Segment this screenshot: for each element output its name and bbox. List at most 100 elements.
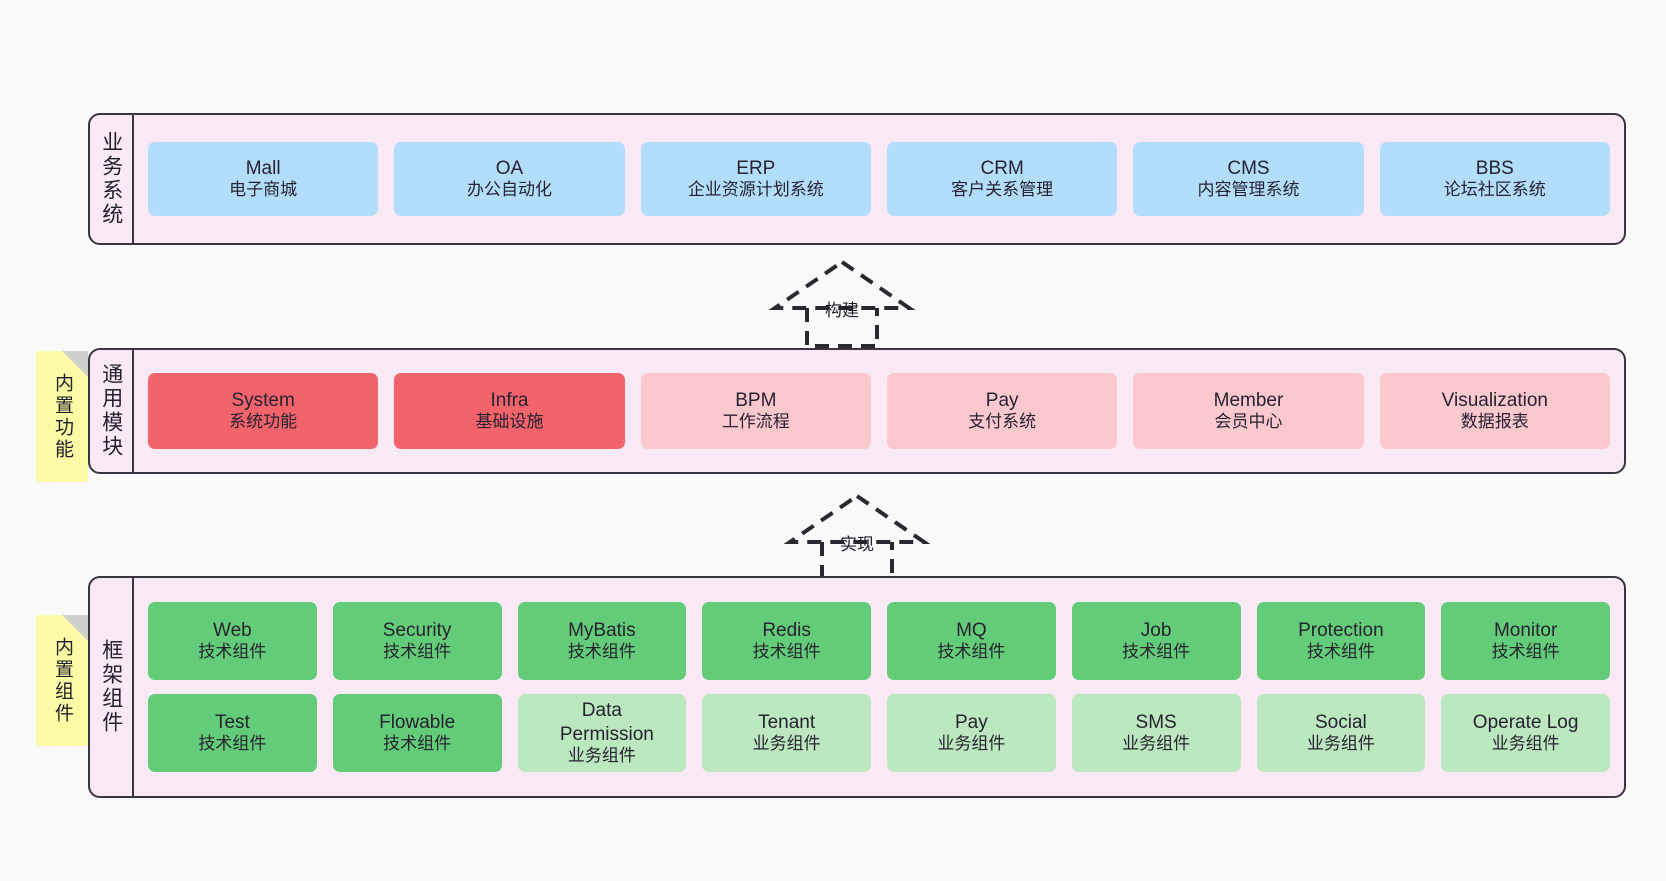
module-card-oa[interactable]: OA 办公自动化 bbox=[394, 142, 625, 216]
component-card-web[interactable]: Web 技术组件 bbox=[148, 602, 317, 680]
module-name: Mall bbox=[245, 158, 281, 180]
sticky-note-builtin-components: 内置组件 bbox=[36, 615, 88, 746]
component-desc: 业务组件 bbox=[567, 745, 636, 765]
cell-row: Test 技术组件 Flowable 技术组件 Data Permission … bbox=[148, 694, 1610, 772]
component-desc: 业务组件 bbox=[1306, 734, 1375, 754]
module-name: Infra bbox=[490, 390, 529, 412]
component-desc: 技术组件 bbox=[937, 642, 1006, 662]
sticky-note-label: 内置功能 bbox=[51, 372, 73, 461]
cell-row: System 系统功能 Infra 基础设施 BPM 工作流程 Pay 支付系统… bbox=[148, 373, 1610, 449]
module-desc: 系统功能 bbox=[229, 412, 298, 432]
component-desc: 技术组件 bbox=[1122, 642, 1191, 662]
component-card-mq[interactable]: MQ 技术组件 bbox=[887, 602, 1056, 680]
component-card-test[interactable]: Test 技术组件 bbox=[148, 694, 317, 772]
module-name: Pay bbox=[985, 390, 1019, 412]
module-desc: 客户关系管理 bbox=[951, 180, 1054, 200]
component-desc: 业务组件 bbox=[752, 734, 821, 754]
module-desc: 会员中心 bbox=[1214, 412, 1283, 432]
module-card-crm[interactable]: CRM 客户关系管理 bbox=[886, 142, 1118, 216]
component-name: Protection bbox=[1298, 620, 1384, 642]
component-card-sms[interactable]: SMS 业务组件 bbox=[1071, 694, 1241, 772]
sticky-note-builtin-features: 内置功能 bbox=[36, 351, 88, 482]
band-body-common-modules: System 系统功能 Infra 基础设施 BPM 工作流程 Pay 支付系统… bbox=[134, 350, 1624, 472]
module-card-cms[interactable]: CMS 内容管理系统 bbox=[1133, 142, 1364, 216]
component-desc: 技术组件 bbox=[567, 642, 636, 662]
component-desc: 技术组件 bbox=[383, 642, 452, 662]
module-desc: 企业资源计划系统 bbox=[687, 180, 824, 200]
component-card-operate-log[interactable]: Operate Log 业务组件 bbox=[1441, 694, 1610, 772]
component-desc: 技术组件 bbox=[383, 734, 452, 754]
module-desc: 办公自动化 bbox=[466, 180, 552, 200]
component-card-mybatis[interactable]: MyBatis 技术组件 bbox=[517, 602, 687, 680]
module-card-mall[interactable]: Mall 电子商城 bbox=[148, 142, 379, 216]
component-name: MyBatis bbox=[568, 620, 636, 642]
module-card-infra[interactable]: Infra 基础设施 bbox=[394, 373, 625, 449]
component-card-protection[interactable]: Protection 技术组件 bbox=[1256, 602, 1426, 680]
module-card-bpm[interactable]: BPM 工作流程 bbox=[640, 373, 871, 449]
band-body-framework-components: Web 技术组件 Security 技术组件 MyBatis 技术组件 Redi… bbox=[134, 578, 1624, 796]
band-body-business-systems: Mall 电子商城 OA 办公自动化 ERP 企业资源计划系统 CRM 客户关系… bbox=[134, 115, 1624, 243]
component-card-job[interactable]: Job 技术组件 bbox=[1071, 602, 1241, 680]
component-desc: 业务组件 bbox=[1122, 734, 1191, 754]
component-name: Operate Log bbox=[1472, 712, 1579, 734]
component-card-flowable[interactable]: Flowable 技术组件 bbox=[332, 694, 502, 772]
module-card-erp[interactable]: ERP 企业资源计划系统 bbox=[640, 142, 871, 216]
module-card-pay[interactable]: Pay 支付系统 bbox=[886, 373, 1118, 449]
connector-build: 构建 bbox=[757, 256, 927, 348]
sticky-note-label: 内置组件 bbox=[51, 636, 73, 725]
component-card-redis[interactable]: Redis 技术组件 bbox=[702, 602, 871, 680]
module-card-system[interactable]: System 系统功能 bbox=[148, 373, 379, 449]
component-name: Data Permission bbox=[559, 700, 654, 745]
module-name: System bbox=[231, 390, 295, 412]
connector-implement-label: 实现 bbox=[840, 535, 874, 554]
band-business-systems: 业务系统 Mall 电子商城 OA 办公自动化 ERP 企业资源计划系统 CRM… bbox=[88, 113, 1626, 245]
module-desc: 电子商城 bbox=[229, 180, 298, 200]
connector-build-label: 构建 bbox=[825, 301, 859, 320]
component-desc: 技术组件 bbox=[752, 642, 821, 662]
component-desc: 业务组件 bbox=[937, 734, 1006, 754]
component-name: Monitor bbox=[1493, 620, 1558, 642]
module-desc: 工作流程 bbox=[721, 412, 790, 432]
module-card-visualization[interactable]: Visualization 数据报表 bbox=[1379, 373, 1610, 449]
component-name: Redis bbox=[762, 620, 811, 642]
module-desc: 数据报表 bbox=[1460, 412, 1529, 432]
component-card-monitor[interactable]: Monitor 技术组件 bbox=[1441, 602, 1610, 680]
module-name: CRM bbox=[980, 158, 1024, 180]
band-framework-components: 框架组件 Web 技术组件 Security 技术组件 MyBatis 技术组件… bbox=[88, 576, 1626, 798]
component-name: MQ bbox=[956, 620, 987, 642]
component-name: Flowable bbox=[379, 712, 456, 734]
component-desc: 技术组件 bbox=[198, 642, 267, 662]
module-name: Member bbox=[1213, 390, 1284, 412]
component-card-pay[interactable]: Pay 业务组件 bbox=[887, 694, 1056, 772]
component-name: Tenant bbox=[758, 712, 816, 734]
module-desc: 基础设施 bbox=[475, 412, 544, 432]
component-card-tenant[interactable]: Tenant 业务组件 bbox=[702, 694, 871, 772]
component-name: Web bbox=[213, 620, 252, 642]
cell-row: Web 技术组件 Security 技术组件 MyBatis 技术组件 Redi… bbox=[148, 602, 1610, 680]
band-caption-business-systems: 业务系统 bbox=[90, 115, 134, 243]
component-desc: 技术组件 bbox=[1491, 642, 1560, 662]
module-name: Visualization bbox=[1441, 390, 1548, 412]
module-card-bbs[interactable]: BBS 论坛社区系统 bbox=[1379, 142, 1610, 216]
component-name: Pay bbox=[955, 712, 988, 734]
component-card-social[interactable]: Social 业务组件 bbox=[1256, 694, 1426, 772]
module-desc: 论坛社区系统 bbox=[1443, 180, 1546, 200]
module-desc: 支付系统 bbox=[968, 412, 1037, 432]
component-desc: 技术组件 bbox=[1306, 642, 1375, 662]
component-name: Job bbox=[1140, 620, 1172, 642]
cell-row: Mall 电子商城 OA 办公自动化 ERP 企业资源计划系统 CRM 客户关系… bbox=[148, 142, 1610, 216]
component-card-data-permission[interactable]: Data Permission 业务组件 bbox=[517, 694, 687, 772]
component-name: SMS bbox=[1135, 712, 1177, 734]
component-name: Security bbox=[382, 620, 452, 642]
component-name: Social bbox=[1315, 712, 1367, 734]
component-desc: 技术组件 bbox=[198, 734, 267, 754]
module-card-member[interactable]: Member 会员中心 bbox=[1133, 373, 1364, 449]
module-name: CMS bbox=[1227, 158, 1270, 180]
generalization-arrow-icon bbox=[768, 259, 916, 348]
component-card-security[interactable]: Security 技术组件 bbox=[332, 602, 502, 680]
band-caption-framework-components: 框架组件 bbox=[90, 578, 134, 796]
module-name: ERP bbox=[736, 158, 776, 180]
component-name: Test bbox=[214, 712, 250, 734]
band-common-modules: 通用模块 System 系统功能 Infra 基础设施 BPM 工作流程 Pay… bbox=[88, 348, 1626, 474]
component-desc: 业务组件 bbox=[1491, 734, 1560, 754]
